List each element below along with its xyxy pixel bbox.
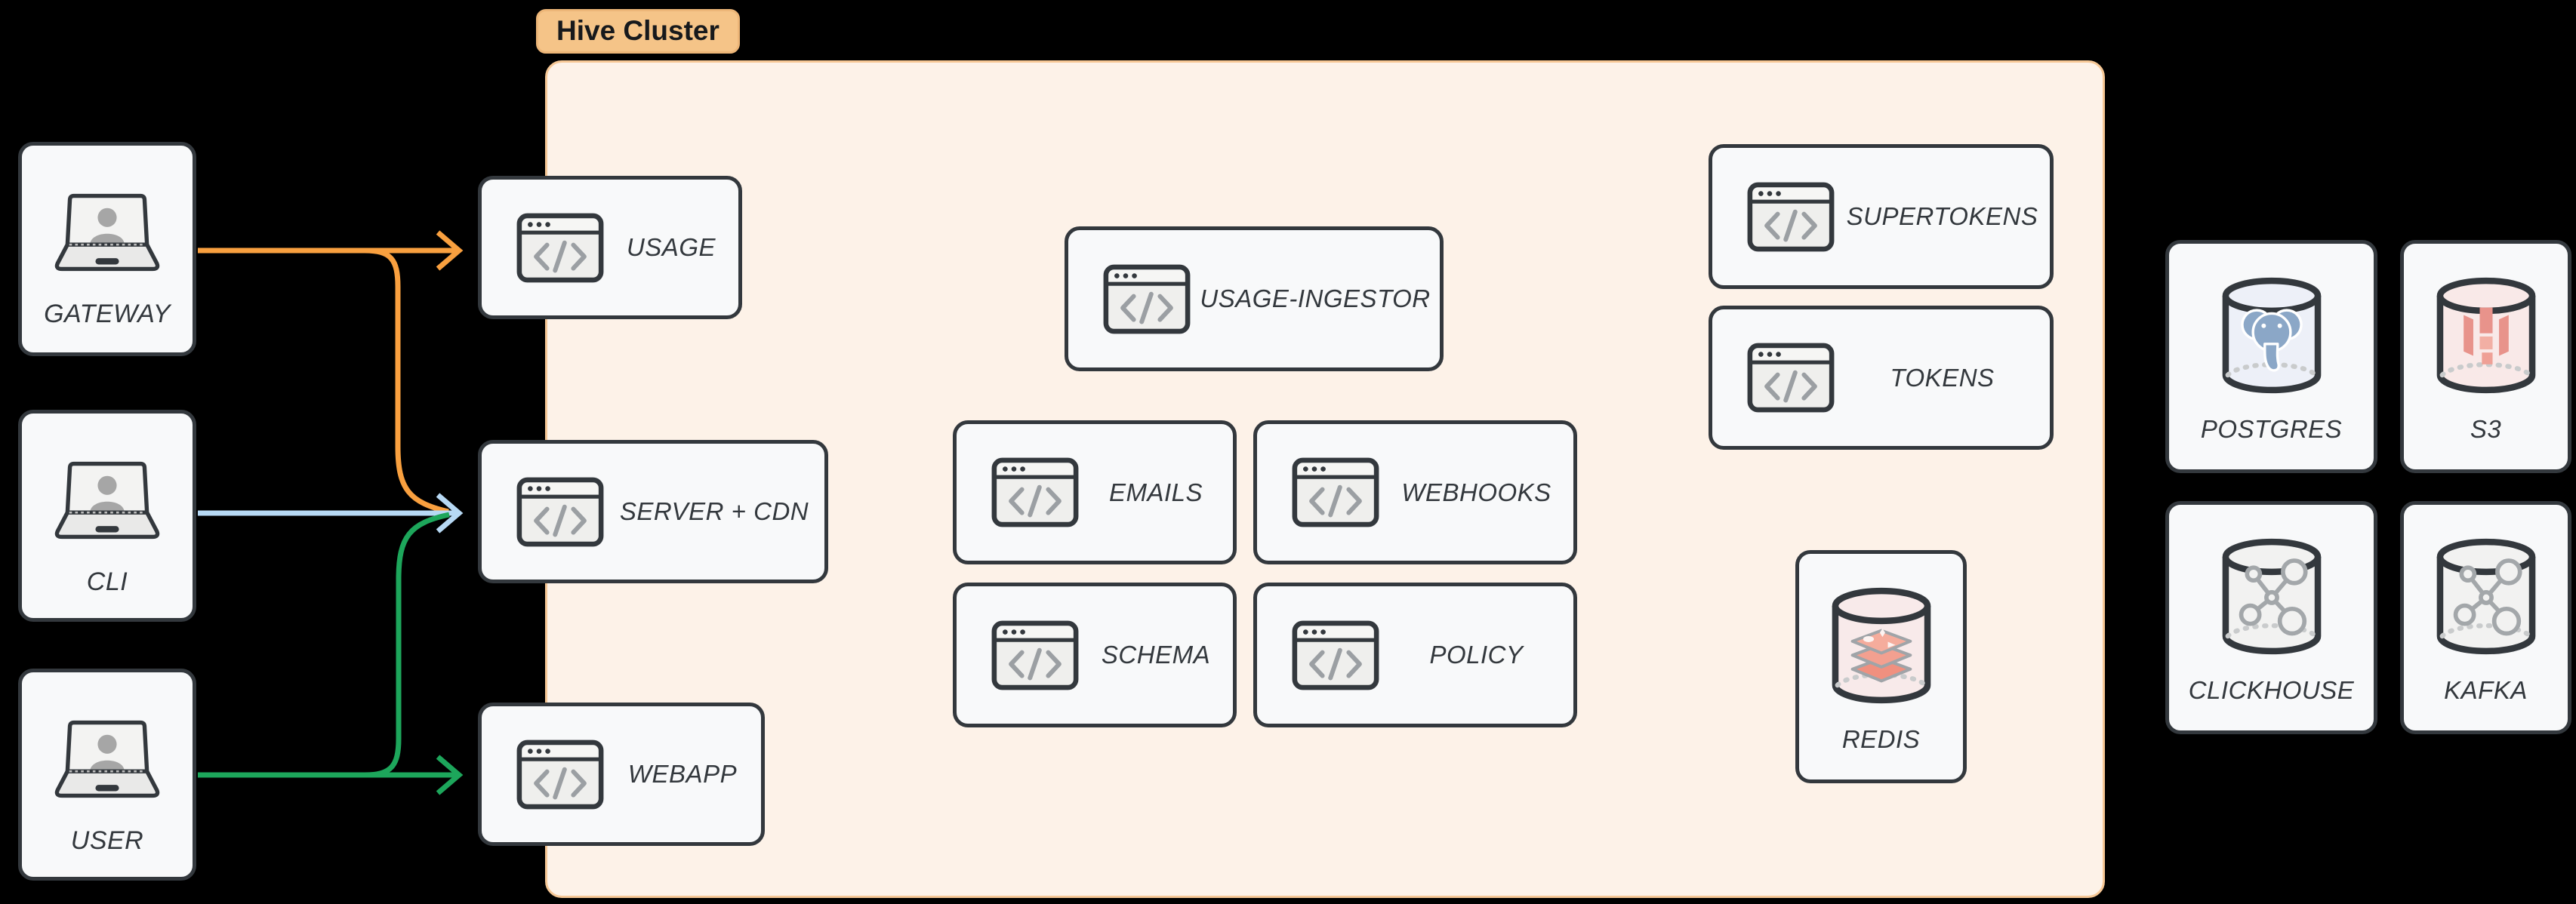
node-usage-ingestor: USAGE-INGESTOR [1065, 226, 1444, 371]
node-label: REDIS [1841, 725, 1921, 753]
node-label: USAGE [626, 233, 716, 261]
node-label: POSTGRES [2200, 415, 2343, 443]
node-policy: POLICY [1253, 583, 1577, 727]
node-label: WEBAPP [627, 760, 738, 788]
node-label: SUPERTOKENS [1846, 202, 2038, 230]
node-label: WEBHOOKS [1401, 478, 1551, 506]
node-label: USAGE-INGESTOR [1200, 284, 1431, 312]
node-cli: CLI [18, 410, 196, 622]
blue-arrowhead-icon [436, 493, 464, 533]
postgres-database-icon [2218, 275, 2325, 395]
code-window-icon [516, 213, 604, 283]
node-label: POLICY [1429, 641, 1524, 669]
arrow-user-branch-to-server [364, 512, 450, 778]
arrow-user-to-webapp [198, 512, 464, 795]
clickhouse-database-icon [2218, 537, 2325, 656]
node-webapp: WEBAPP [478, 703, 765, 846]
arrow-gateway-branch-to-server [364, 248, 449, 515]
node-label: S3 [2470, 415, 2502, 443]
arrow-cli-to-server [198, 493, 464, 533]
node-label: EMAILS [1108, 478, 1203, 506]
code-window-icon [1292, 620, 1379, 690]
node-clickhouse: CLICKHOUSE [2165, 501, 2377, 734]
node-user: USER [18, 669, 196, 881]
laptop-user-icon [48, 457, 167, 548]
code-window-icon [516, 739, 604, 810]
node-label: CLICKHOUSE [2188, 676, 2355, 704]
node-usage: USAGE [478, 176, 742, 319]
node-s3: S3 [2400, 240, 2571, 473]
node-kafka: KAFKA [2400, 501, 2571, 734]
hive-cluster-label: Hive Cluster [536, 9, 740, 54]
node-server-cdn: SERVER + CDN [478, 440, 828, 583]
node-label: SERVER + CDN [619, 497, 809, 525]
code-window-icon [1292, 457, 1379, 527]
node-label: TOKENS [1890, 363, 1995, 392]
node-label: USER [70, 826, 144, 855]
node-label: CLI [86, 567, 128, 596]
laptop-user-icon [48, 716, 167, 807]
code-window-icon [1747, 182, 1835, 252]
node-postgres: POSTGRES [2165, 240, 2377, 473]
arrow-gateway-to-usage [198, 230, 464, 515]
node-redis: REDIS [1795, 550, 1967, 783]
node-schema: SCHEMA [953, 583, 1237, 727]
node-label: SCHEMA [1101, 641, 1211, 669]
kafka-database-icon [2433, 537, 2540, 656]
node-webhooks: WEBHOOKS [1253, 420, 1577, 564]
code-window-icon [991, 457, 1079, 527]
code-window-icon [1747, 343, 1835, 413]
green-arrowhead-icon [436, 755, 464, 795]
s3-database-icon [2433, 275, 2540, 395]
node-label: GATEWAY [44, 300, 171, 328]
code-window-icon [1103, 264, 1191, 334]
node-tokens: TOKENS [1709, 306, 2054, 450]
node-label: KAFKA [2444, 676, 2528, 704]
laptop-user-icon [48, 189, 167, 280]
code-window-icon [516, 477, 604, 547]
node-gateway: GATEWAY [18, 142, 196, 356]
orange-arrowhead-icon [436, 230, 464, 271]
code-window-icon [991, 620, 1079, 690]
redis-database-icon [1828, 586, 1935, 706]
node-supertokens: SUPERTOKENS [1709, 144, 2054, 289]
node-emails: EMAILS [953, 420, 1237, 564]
